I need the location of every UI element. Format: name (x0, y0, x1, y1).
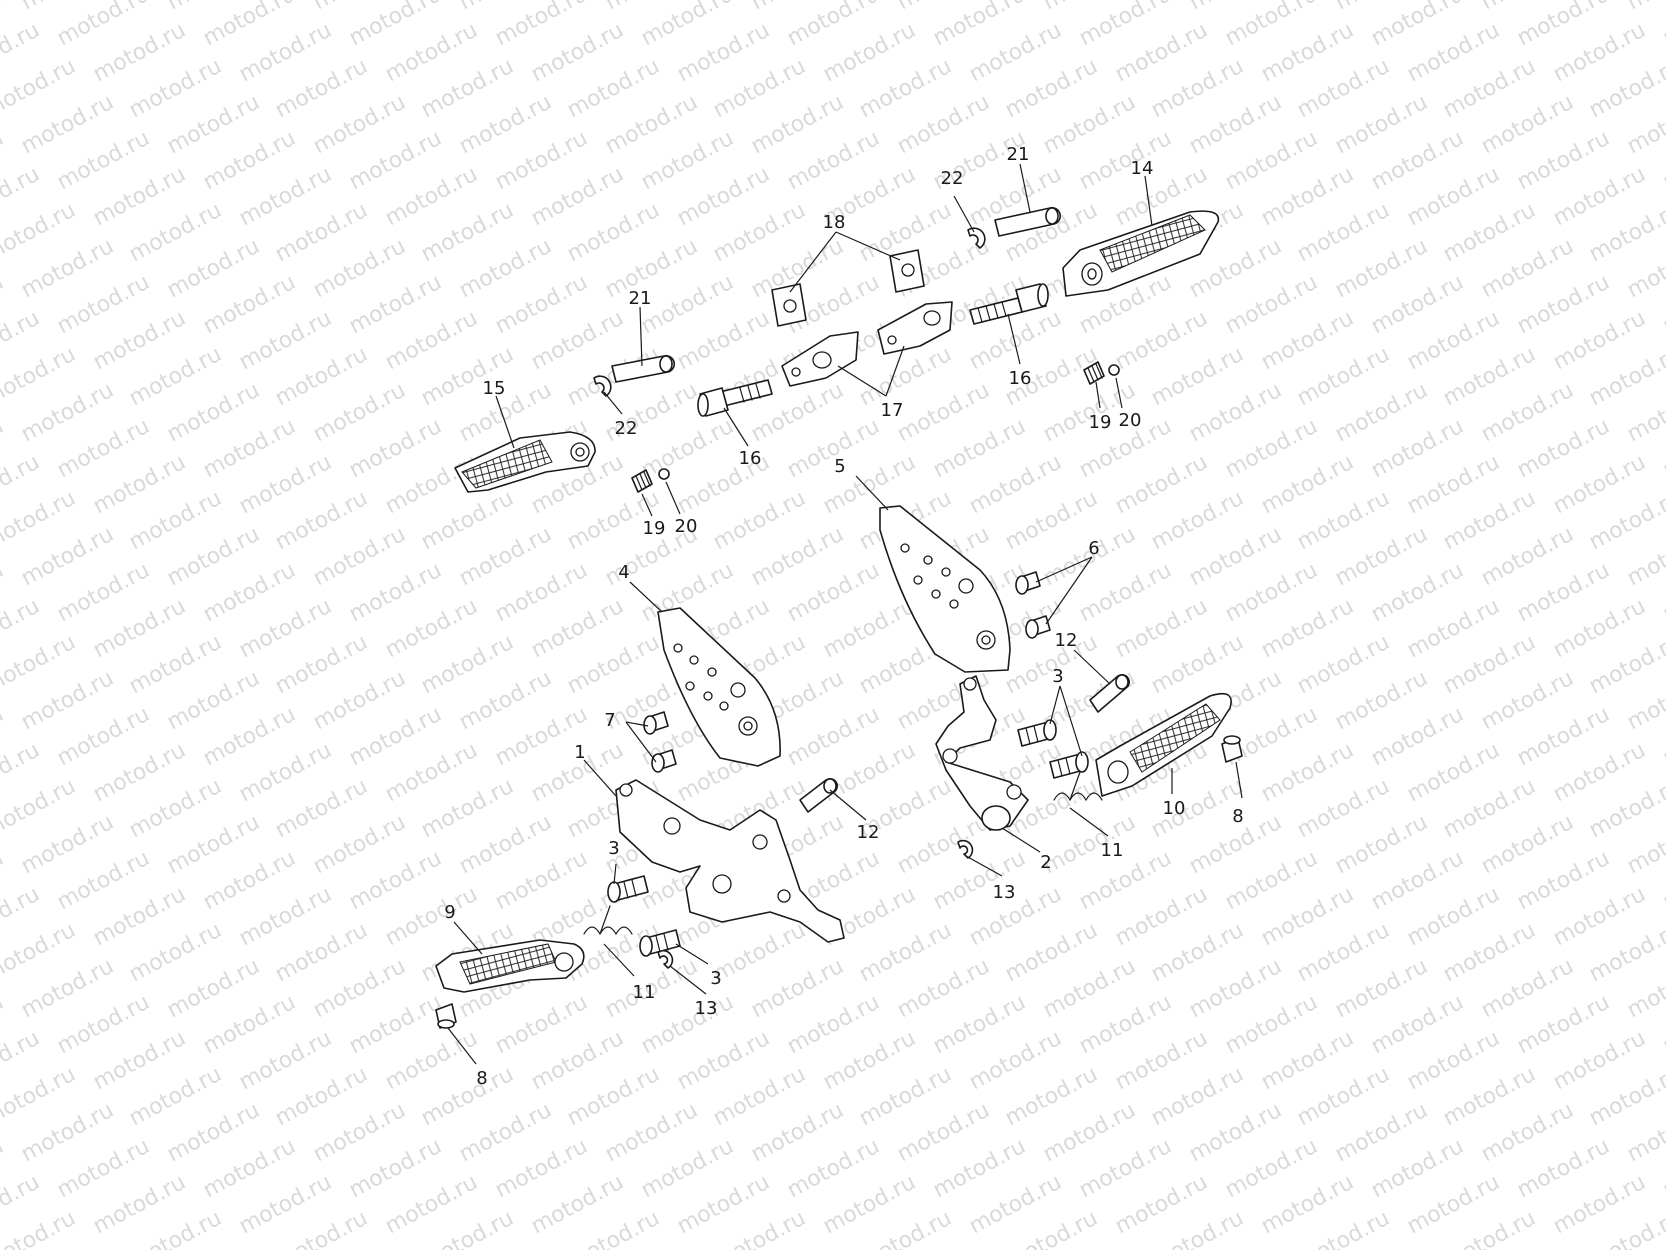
callout-11-right: 11 (1101, 840, 1124, 861)
callout-labels: 14 21 22 18 21 22 15 16 17 16 19 20 19 2… (444, 144, 1243, 1089)
plug-8-right (1221, 735, 1243, 763)
bolt-3-right-lower (1049, 751, 1089, 779)
rider-footpeg-left (435, 939, 585, 993)
callout-8-left: 8 (476, 1068, 487, 1089)
rear-footpeg-left (454, 431, 596, 493)
spring-right (1083, 361, 1105, 385)
plate-right (889, 249, 925, 293)
circlip-left (593, 375, 612, 397)
bolt-3-left-lower (639, 929, 681, 957)
callout-19-left: 19 (643, 518, 666, 539)
bracket-left (781, 331, 859, 387)
callout-3-left-upper: 3 (608, 838, 619, 859)
bolt-3-right-upper (1017, 719, 1057, 747)
screw-6-lower (1025, 615, 1051, 639)
bolt-right (969, 283, 1049, 325)
callout-12-left: 12 (857, 822, 880, 843)
callout-20-left: 20 (675, 516, 698, 537)
callout-22-right: 22 (941, 168, 964, 189)
callout-2: 2 (1040, 852, 1051, 873)
callout-21-left: 21 (629, 288, 652, 309)
screw-7-upper (643, 711, 669, 735)
hanger-bracket-left (615, 779, 845, 943)
circlip-right (967, 227, 986, 249)
watermark-text: motod.ru (1623, 0, 1666, 15)
callout-18: 18 (823, 212, 846, 233)
leader-lines (447, 163, 1243, 1065)
callout-4: 4 (618, 562, 629, 583)
callout-8-right: 8 (1232, 806, 1243, 827)
callout-10: 10 (1163, 798, 1186, 819)
watermark-text: motod.ru (1659, 0, 1666, 51)
circlip-13-left (657, 949, 674, 969)
plug-8-left (435, 1003, 457, 1029)
bolt-left (697, 379, 773, 417)
circlip-13-right (957, 839, 974, 859)
screw-7-lower (651, 749, 677, 773)
callout-14: 14 (1131, 158, 1154, 179)
pin-12-right (1089, 673, 1130, 713)
watermark-text: motod.ru (0, 1206, 80, 1250)
pin-left (611, 354, 676, 383)
screw-6-upper (1015, 571, 1041, 595)
callout-21-right: 21 (1007, 144, 1030, 165)
callout-6: 6 (1088, 538, 1099, 559)
heel-guard-right (879, 505, 1011, 673)
spring-11-right (1053, 771, 1103, 802)
callout-13-left: 13 (695, 998, 718, 1019)
callout-5: 5 (834, 456, 845, 477)
ball-left (658, 468, 670, 480)
plate-left (771, 283, 807, 327)
callout-11-left: 11 (633, 982, 656, 1003)
bracket-right (877, 301, 953, 355)
callout-3-right: 3 (1052, 666, 1063, 687)
rear-footpeg-right (1062, 210, 1220, 297)
hanger-bracket-right (935, 675, 1029, 831)
callout-16-left: 16 (739, 448, 762, 469)
pin-12-left (799, 777, 838, 813)
spring-11-left (583, 905, 633, 936)
callout-22-left: 22 (615, 418, 638, 439)
pin-right (994, 206, 1062, 237)
callout-9: 9 (444, 902, 455, 923)
callout-19-right: 19 (1089, 412, 1112, 433)
callout-16-right: 16 (1009, 368, 1032, 389)
callout-20-right: 20 (1119, 410, 1142, 431)
callout-3-left-lower: 3 (710, 968, 721, 989)
callout-7: 7 (604, 710, 615, 731)
callout-17: 17 (881, 400, 904, 421)
callout-15: 15 (483, 378, 506, 399)
callout-1: 1 (574, 742, 585, 763)
callout-13-right: 13 (993, 882, 1016, 903)
spring-left (631, 469, 653, 493)
ball-right (1108, 364, 1120, 376)
callout-12-right: 12 (1055, 630, 1078, 651)
heel-guard-left (657, 607, 781, 767)
rider-footpeg-right (1095, 692, 1232, 797)
